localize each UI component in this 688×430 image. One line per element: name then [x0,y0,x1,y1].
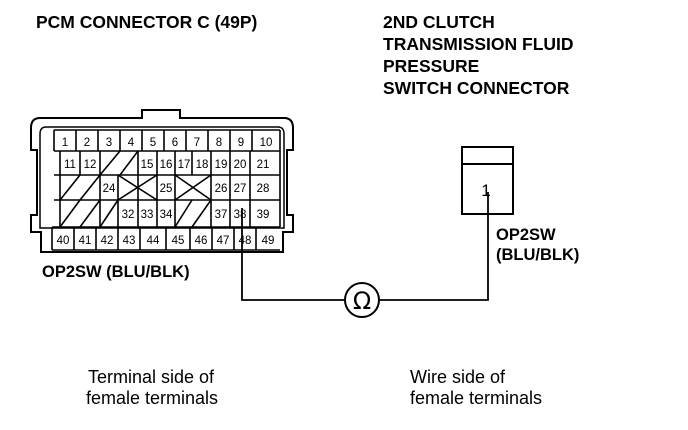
pcm-terminal: 32 [122,209,135,221]
pcm-terminal: 37 [215,209,228,221]
pcm-terminal: 43 [123,235,136,247]
pcm-terminal-numbers: 1 2 3 4 5 6 7 8 9 10 11 12 15 16 17 18 1… [57,137,275,247]
pcm-terminal: 3 [106,137,112,149]
pcm-terminal: 41 [79,235,92,247]
pcm-terminal: 11 [64,159,76,171]
pcm-terminal: 27 [234,183,247,195]
pcm-terminal: 17 [178,159,191,171]
pcm-terminal: 39 [257,209,270,221]
switch-title-line: SWITCH CONNECTOR [383,78,570,98]
pcm-terminal: 15 [141,159,154,171]
left-caption-line2: female terminals [86,388,219,408]
pcm-terminal: 38 [234,209,247,221]
pcm-terminal: 20 [234,159,247,171]
pcm-terminal: 6 [172,137,178,149]
pcm-terminal: 9 [238,137,244,149]
pcm-pin-grid [51,129,281,251]
pcm-terminal: 19 [215,159,228,171]
switch-wire-label-line1: OP2SW [496,226,556,244]
switch-title-line: TRANSMISSION FLUID [383,34,574,54]
pcm-terminal: 2 [84,137,90,149]
pcm-terminal: 48 [239,235,252,247]
pcm-terminal: 10 [260,137,273,149]
pcm-terminal: 16 [160,159,173,171]
ohmmeter-symbol [344,282,380,318]
pcm-connector-title: PCM CONNECTOR C (49P) [36,12,258,32]
ohm-icon: Ω [353,287,371,315]
pcm-terminal: 33 [141,209,154,221]
switch-wire-label-line2: (BLU/BLK) [496,246,580,264]
pcm-terminal: 46 [195,235,208,247]
pcm-terminal: 4 [128,137,135,149]
right-caption-line2: female terminals [410,388,543,408]
pcm-wire-label: OP2SW (BLU/BLK) [42,263,190,281]
switch-title-line: PRESSURE [383,56,480,76]
unused-cavity-hatches [59,150,212,228]
pcm-terminal: 8 [216,137,222,149]
right-caption-line1: Wire side of [410,367,506,387]
ohmmeter-leads [241,214,489,301]
switch-terminal: 1 [481,181,490,200]
pcm-terminal: 21 [257,159,270,171]
pcm-terminal: 5 [150,137,156,149]
pcm-terminal: 47 [217,235,230,247]
pcm-terminal: 49 [262,235,275,247]
pcm-terminal: 45 [172,235,185,247]
pcm-terminal: 28 [257,183,270,195]
pcm-terminal: 42 [101,235,114,247]
pcm-terminal: 44 [147,235,160,247]
pcm-terminal: 24 [103,183,116,195]
pcm-terminal: 12 [84,159,97,171]
pcm-terminal: 34 [160,209,173,221]
left-caption-line1: Terminal side of [88,367,215,387]
pcm-terminal: 18 [196,159,209,171]
pcm-terminal: 25 [160,183,173,195]
switch-title-line: 2ND CLUTCH [383,12,495,32]
pcm-terminal: 40 [57,235,70,247]
pcm-terminal: 26 [215,183,228,195]
pcm-terminal: 7 [194,137,200,149]
pcm-connector-housing [30,109,294,253]
pcm-terminal: 1 [62,137,68,149]
